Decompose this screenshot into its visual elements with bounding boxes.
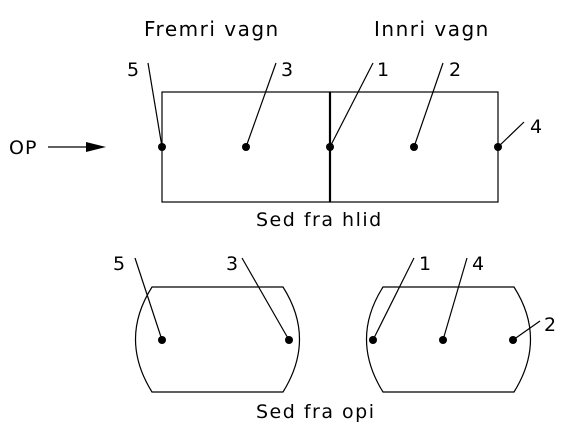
- side-leader-3: [245, 62, 277, 148]
- top-left-car-outline: [135, 286, 300, 393]
- top-leader-5: [134, 257, 163, 341]
- op-arrow-head: [86, 142, 106, 152]
- top-point-4-label: 4: [472, 253, 484, 275]
- top-view: 5 3 1 4 2 Sed fra opi: [113, 253, 556, 423]
- side-point-3-label: 3: [281, 59, 293, 81]
- top-point-1-label: 1: [419, 253, 431, 275]
- side-leader-1: [329, 62, 374, 148]
- side-leader-5: [147, 62, 163, 148]
- side-leader-2: [413, 62, 444, 148]
- top-point-5-label: 5: [113, 253, 125, 275]
- side-point-5-label: 5: [127, 59, 139, 81]
- side-view-caption: Sed fra hlid: [256, 209, 383, 231]
- top-view-caption: Sed fra opi: [256, 401, 376, 423]
- top-leader-2: [512, 320, 541, 341]
- top-leader-1: [372, 257, 415, 341]
- side-point-2-label: 2: [449, 59, 461, 81]
- top-point-3-label: 3: [226, 253, 238, 275]
- top-leader-4: [442, 257, 468, 341]
- top-right-car-outline: [366, 286, 531, 393]
- top-leader-3: [241, 257, 290, 341]
- front-car-label: Fremri vagn: [144, 17, 280, 41]
- side-leader-4: [497, 121, 525, 148]
- top-point-2-label: 2: [544, 314, 556, 336]
- inner-car-label: Innri vagn: [374, 17, 490, 41]
- op-label: OP: [9, 137, 37, 159]
- side-point-4-label: 4: [530, 116, 542, 138]
- side-view: Fremri vagn Innri vagn OP 5 3 1 2 4 Sed …: [9, 17, 542, 231]
- side-point-1-label: 1: [377, 59, 389, 81]
